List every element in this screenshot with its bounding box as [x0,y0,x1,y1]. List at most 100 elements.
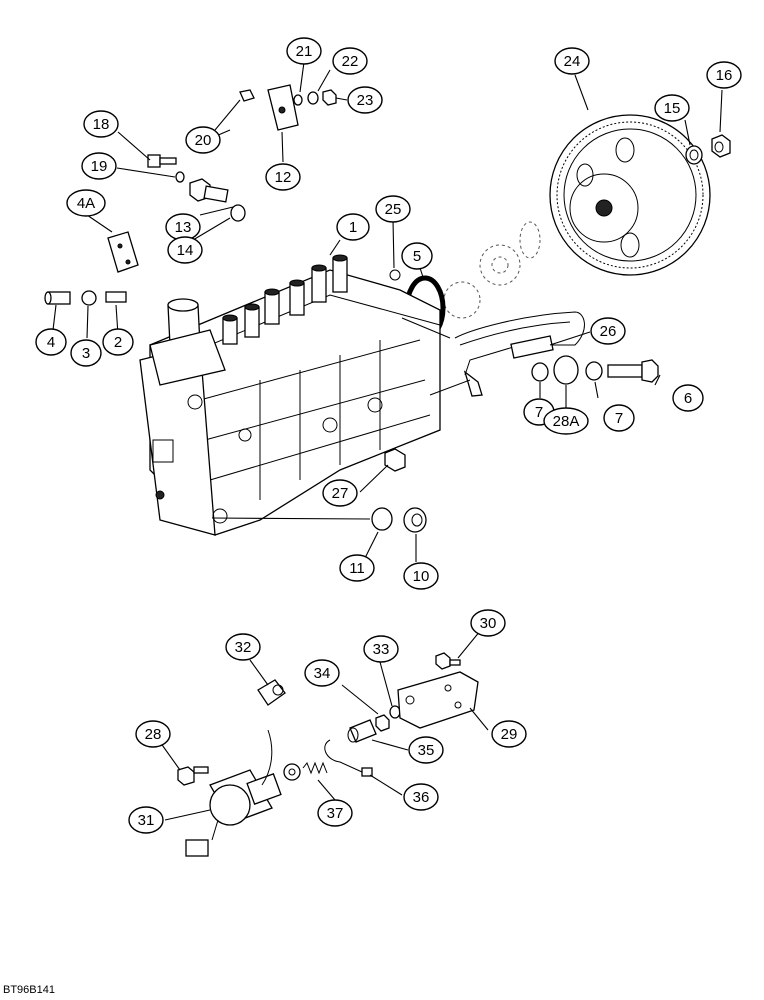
svg-text:33: 33 [373,641,390,658]
figure-code: BT96B141 [3,984,55,996]
washer-21 [293,94,303,106]
callout-22: 22 [332,47,368,75]
washer-33 [389,705,401,719]
callout-37: 37 [317,799,353,827]
callout-15: 15 [654,94,690,122]
injection-pump-body [139,254,441,536]
sealing-ring [371,507,393,531]
screw-28 [177,766,209,786]
screw-18 [147,154,177,168]
callout-24: 24 [554,47,590,75]
washer-14 [230,204,246,222]
svg-text:20: 20 [195,132,212,149]
svg-text:11: 11 [349,560,365,577]
callout-20: 20 [185,126,221,154]
callout-25: 25 [375,195,411,223]
banjo-fitting [553,355,579,385]
callout-23: 23 [347,86,383,114]
pump-nut [384,448,406,472]
callout-36: 36 [403,783,439,811]
rod-end-32 [257,679,286,706]
callout-27: 27 [322,479,358,507]
rod-end-ball [283,763,301,781]
callout-3: 3 [70,339,102,367]
callout-19: 19 [81,152,117,180]
bushing [403,507,427,533]
svg-text:31: 31 [138,812,155,829]
callout-26: 26 [590,317,626,345]
lever-bushing [347,719,377,743]
banjo-bolt [607,359,659,383]
svg-text:18: 18 [93,116,110,133]
bolt-13 [189,178,229,203]
svg-text:12: 12 [275,169,292,186]
small-seal-ring [389,269,401,281]
sealing-washer-left [531,362,549,382]
svg-text:32: 32 [235,639,252,656]
svg-text:13: 13 [175,219,192,236]
callout-10: 10 [403,562,439,590]
svg-text:28: 28 [145,726,162,743]
callout-18: 18 [83,110,119,138]
callout-29: 29 [491,720,527,748]
svg-text:34: 34 [314,665,331,682]
svg-text:16: 16 [716,67,733,84]
svg-text:4: 4 [47,334,55,351]
svg-text:4A: 4A [77,195,95,212]
svg-text:2: 2 [114,334,122,351]
svg-text:14: 14 [177,242,194,259]
callout-13: 13 [165,213,201,241]
callout-7-right: 7 [603,404,635,432]
lockwasher-22 [307,91,319,105]
callout-14: 14 [167,236,203,264]
svg-text:7: 7 [535,404,543,421]
callout-28: 28 [135,720,171,748]
callout-21: 21 [286,37,322,65]
callout-4: 4 [35,328,67,356]
svg-text:35: 35 [418,742,435,759]
svg-text:28A: 28A [553,413,580,430]
cover-plate [107,231,139,273]
svg-text:1: 1 [349,219,357,236]
callout-4a: 4A [66,189,106,217]
delivery-valves [222,254,348,345]
svg-text:36: 36 [413,789,430,806]
callout-16: 16 [706,61,742,89]
strap-clamp [324,739,363,773]
spring [302,761,328,775]
callout-35: 35 [408,736,444,764]
gear-washer [685,145,703,165]
svg-text:29: 29 [501,726,518,743]
fuel-line-assembly [454,311,585,397]
callout-28a: 28A [543,407,589,435]
callout-6: 6 [672,384,704,412]
fuel-shutoff-solenoid [185,769,282,857]
solenoid-bracket [397,671,479,729]
svg-text:7: 7 [615,410,623,427]
svg-text:25: 25 [385,201,402,218]
svg-text:30: 30 [480,615,497,632]
svg-text:22: 22 [342,53,359,70]
callout-11: 11 [339,554,375,582]
fitting-2 [105,291,127,303]
gear-nut [711,134,731,158]
callout-2: 2 [102,328,134,356]
link-rod [261,729,273,786]
svg-text:21: 21 [296,43,313,60]
callout-5: 5 [401,242,433,270]
callout-12: 12 [265,163,301,191]
screw-30 [435,652,451,670]
callout-1: 1 [336,213,370,241]
svg-text:24: 24 [564,53,581,70]
svg-text:23: 23 [357,92,374,109]
callout-30: 30 [470,609,506,637]
washer-19 [175,171,185,183]
nut-23 [322,89,337,106]
callout-31: 31 [128,806,164,834]
callout-32: 32 [225,633,261,661]
svg-text:37: 37 [327,805,344,822]
svg-text:5: 5 [413,248,421,265]
svg-text:10: 10 [413,568,430,585]
